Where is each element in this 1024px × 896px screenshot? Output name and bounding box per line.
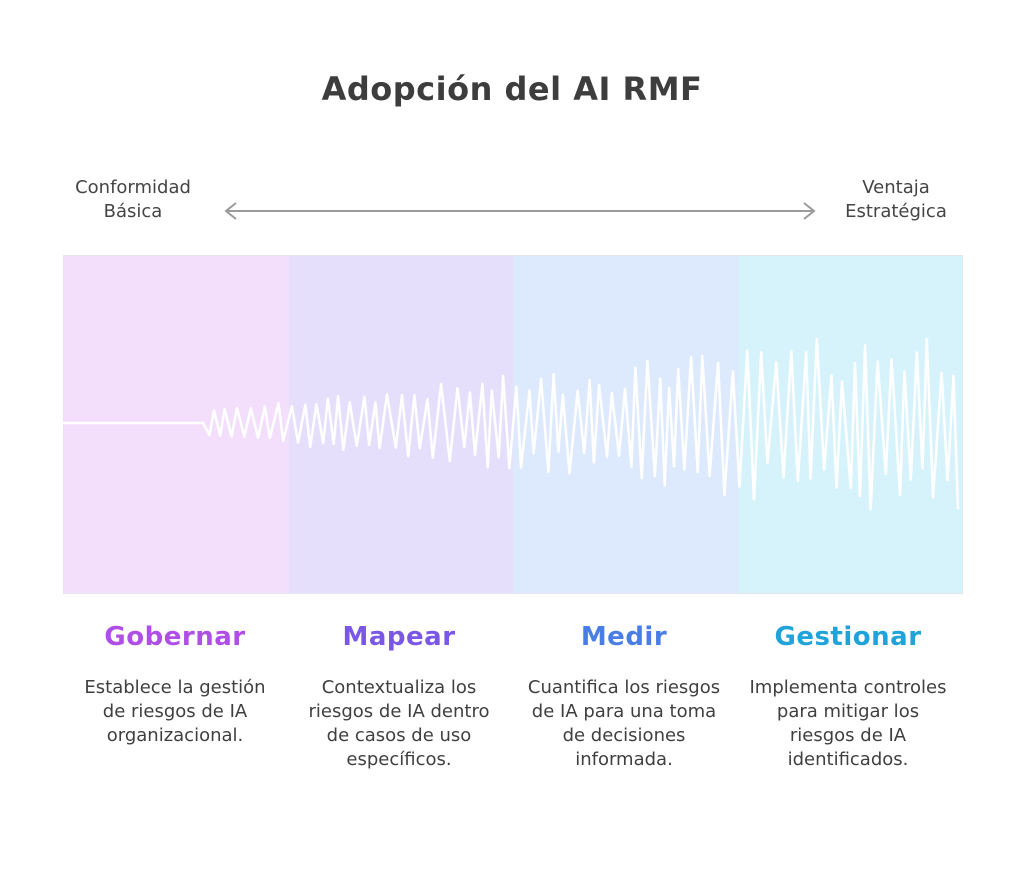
stage-description: Establece la gestión de riesgos de IA or… xyxy=(84,677,266,746)
stage-mapear: Mapear Contextualiza los riesgos de IA d… xyxy=(287,622,511,772)
band-gobernar xyxy=(64,256,289,593)
double-arrow-icon xyxy=(224,202,816,220)
stage-title: Gestionar xyxy=(774,622,922,652)
stage-gestionar: Gestionar Implementa controles para miti… xyxy=(736,622,960,772)
stage-gobernar: Gobernar Establece la gestión de riesgos… xyxy=(63,622,287,748)
stage-description: Contextualiza los riesgos de IA dentro d… xyxy=(308,677,490,770)
stage-title: Medir xyxy=(580,622,668,652)
stage-title: Gobernar xyxy=(104,622,246,652)
signal-wave-graphic xyxy=(63,337,960,511)
stage-medir: Medir Cuantifica los riesgos de IA para … xyxy=(512,622,736,772)
range-start-label: Conformidad Básica xyxy=(75,177,191,222)
stage-description: Cuantifica los riesgos de IA para una to… xyxy=(527,677,721,770)
page-title: Adopción del AI RMF xyxy=(321,70,703,108)
range-end-label: Ventaja Estratégica xyxy=(845,177,947,222)
stage-title: Mapear xyxy=(342,622,456,652)
stage-description: Implementa controles para mitigar los ri… xyxy=(749,677,947,770)
